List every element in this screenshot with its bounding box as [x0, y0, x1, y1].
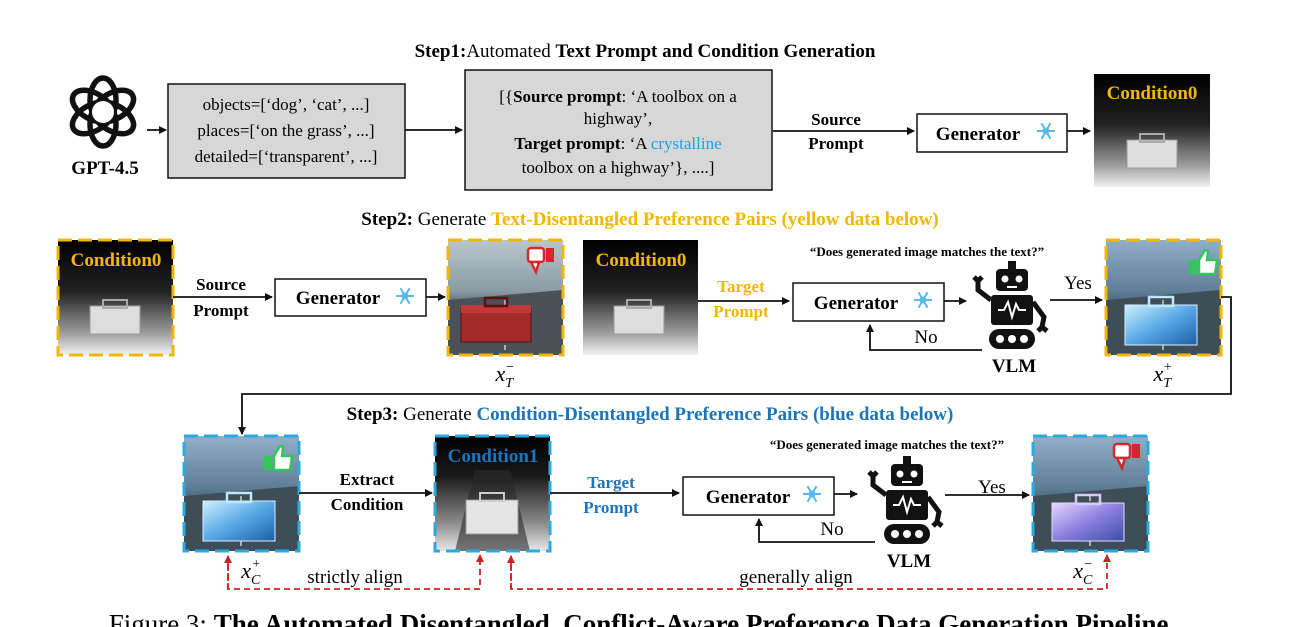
- prompt-line3: Target prompt: ‘A crystalline: [514, 134, 721, 153]
- robot-icon: [972, 261, 1049, 349]
- prompt-pair-box: [464, 69, 773, 191]
- robot-icon: [867, 456, 944, 544]
- step3-generator-label: Generator: [706, 487, 791, 508]
- condition1-image: [433, 434, 552, 553]
- snowflake-icon: [803, 485, 821, 503]
- x-t-minus-label: xT−: [494, 360, 514, 391]
- strict-align-label: strictly align: [307, 567, 403, 588]
- step2-target-prompt-label: Prompt: [713, 302, 769, 321]
- prompt-line1: [{Source prompt: ‘A toolbox on a: [499, 87, 737, 106]
- step1-generator-box: [916, 113, 1068, 153]
- step1-title: Step1:Automated Text Prompt and Conditio…: [415, 41, 876, 62]
- strict-align-arrow: [224, 554, 484, 590]
- openai-logo-icon: [69, 75, 137, 149]
- step1-prompt-label: Prompt: [808, 134, 864, 153]
- gpt-label: GPT-4.5: [71, 158, 138, 179]
- step2-yes-label: Yes: [1064, 273, 1092, 294]
- crystal-toolbox-image-step3: [182, 434, 301, 553]
- step3-vlm-label: VLM: [887, 551, 931, 572]
- list-places: places=[‘on the grass’, ...]: [197, 121, 374, 140]
- crystalline-highlight: crystalline: [651, 134, 722, 153]
- thumbs-up-icon: [264, 444, 294, 472]
- figure-caption: Figure 3: The Automated Disentangled, Co…: [109, 609, 1176, 627]
- thumbs-up-icon: [1189, 248, 1219, 276]
- step2-source-label: Source: [196, 275, 246, 294]
- step2-title: Step2: Generate Text-Disentangled Prefer…: [361, 209, 938, 230]
- snowflake-icon: [396, 287, 414, 305]
- red-toolbox-image: [446, 238, 565, 357]
- prompt-line4: toolbox on a highway’}, ....]: [522, 158, 715, 177]
- step3-no-label: No: [820, 519, 843, 540]
- list-detailed: detailed=[‘transparent’, ...]: [195, 147, 378, 166]
- step3-yes-label: Yes: [978, 477, 1006, 498]
- step2-generator-box: [274, 278, 427, 317]
- condition-label: Condition: [331, 495, 404, 514]
- step2-target-generator-box: [792, 282, 945, 322]
- step3-target-prompt-label: Prompt: [583, 498, 639, 517]
- step1-source-label: Source: [811, 110, 861, 129]
- step2-question: “Does generated image matches the text?”: [810, 244, 1044, 259]
- x-c-plus-label: xC+: [240, 557, 261, 588]
- step2-prompt-label: Prompt: [193, 301, 249, 320]
- x-t-plus-label: xT+: [1152, 360, 1172, 391]
- step3-question: “Does generated image matches the text?”: [770, 437, 1004, 452]
- step3-target-label: Target: [587, 473, 635, 492]
- condition1-label: Condition1: [448, 446, 539, 467]
- step2-vlm-label: VLM: [992, 356, 1036, 377]
- condition0-label-step2: Condition0: [71, 250, 162, 271]
- vocab-lists-box: [167, 83, 406, 179]
- thumbs-down-icon: [1112, 442, 1140, 472]
- step2-target-generator-label: Generator: [814, 293, 899, 314]
- snowflake-icon: [1037, 122, 1055, 140]
- step3-generator-box: [682, 476, 835, 516]
- thumbs-down-icon: [526, 246, 554, 276]
- step2-target-label: Target: [717, 277, 765, 296]
- step2-no-label: No: [914, 327, 937, 348]
- step2-generator-label: Generator: [296, 288, 381, 309]
- condition0-image-step1: [1094, 74, 1210, 187]
- condition0-label-step1: Condition0: [1107, 83, 1198, 104]
- condition0-image-step2-target: [583, 240, 698, 355]
- step1-title-bold: Text Prompt and Condition Generation: [556, 41, 876, 62]
- condition0-label-step2-target: Condition0: [596, 250, 687, 271]
- condition0-image-step2: [56, 238, 175, 357]
- step1-title-plain: Automated: [466, 41, 555, 62]
- general-align-label: generally align: [739, 567, 853, 588]
- prompt-line2: highway’,: [584, 109, 652, 128]
- list-objects: objects=[‘dog’, ‘cat’, ...]: [203, 95, 370, 114]
- step3-title: Step3: Generate Condition-Disentangled P…: [347, 404, 954, 425]
- step1-generator-label: Generator: [936, 124, 1021, 145]
- x-c-minus-label: xC−: [1072, 557, 1093, 588]
- step1-label: Step1:: [415, 41, 467, 62]
- general-align-arrow: [507, 554, 1111, 590]
- snowflake-icon: [914, 291, 932, 309]
- extract-label: Extract: [340, 470, 395, 489]
